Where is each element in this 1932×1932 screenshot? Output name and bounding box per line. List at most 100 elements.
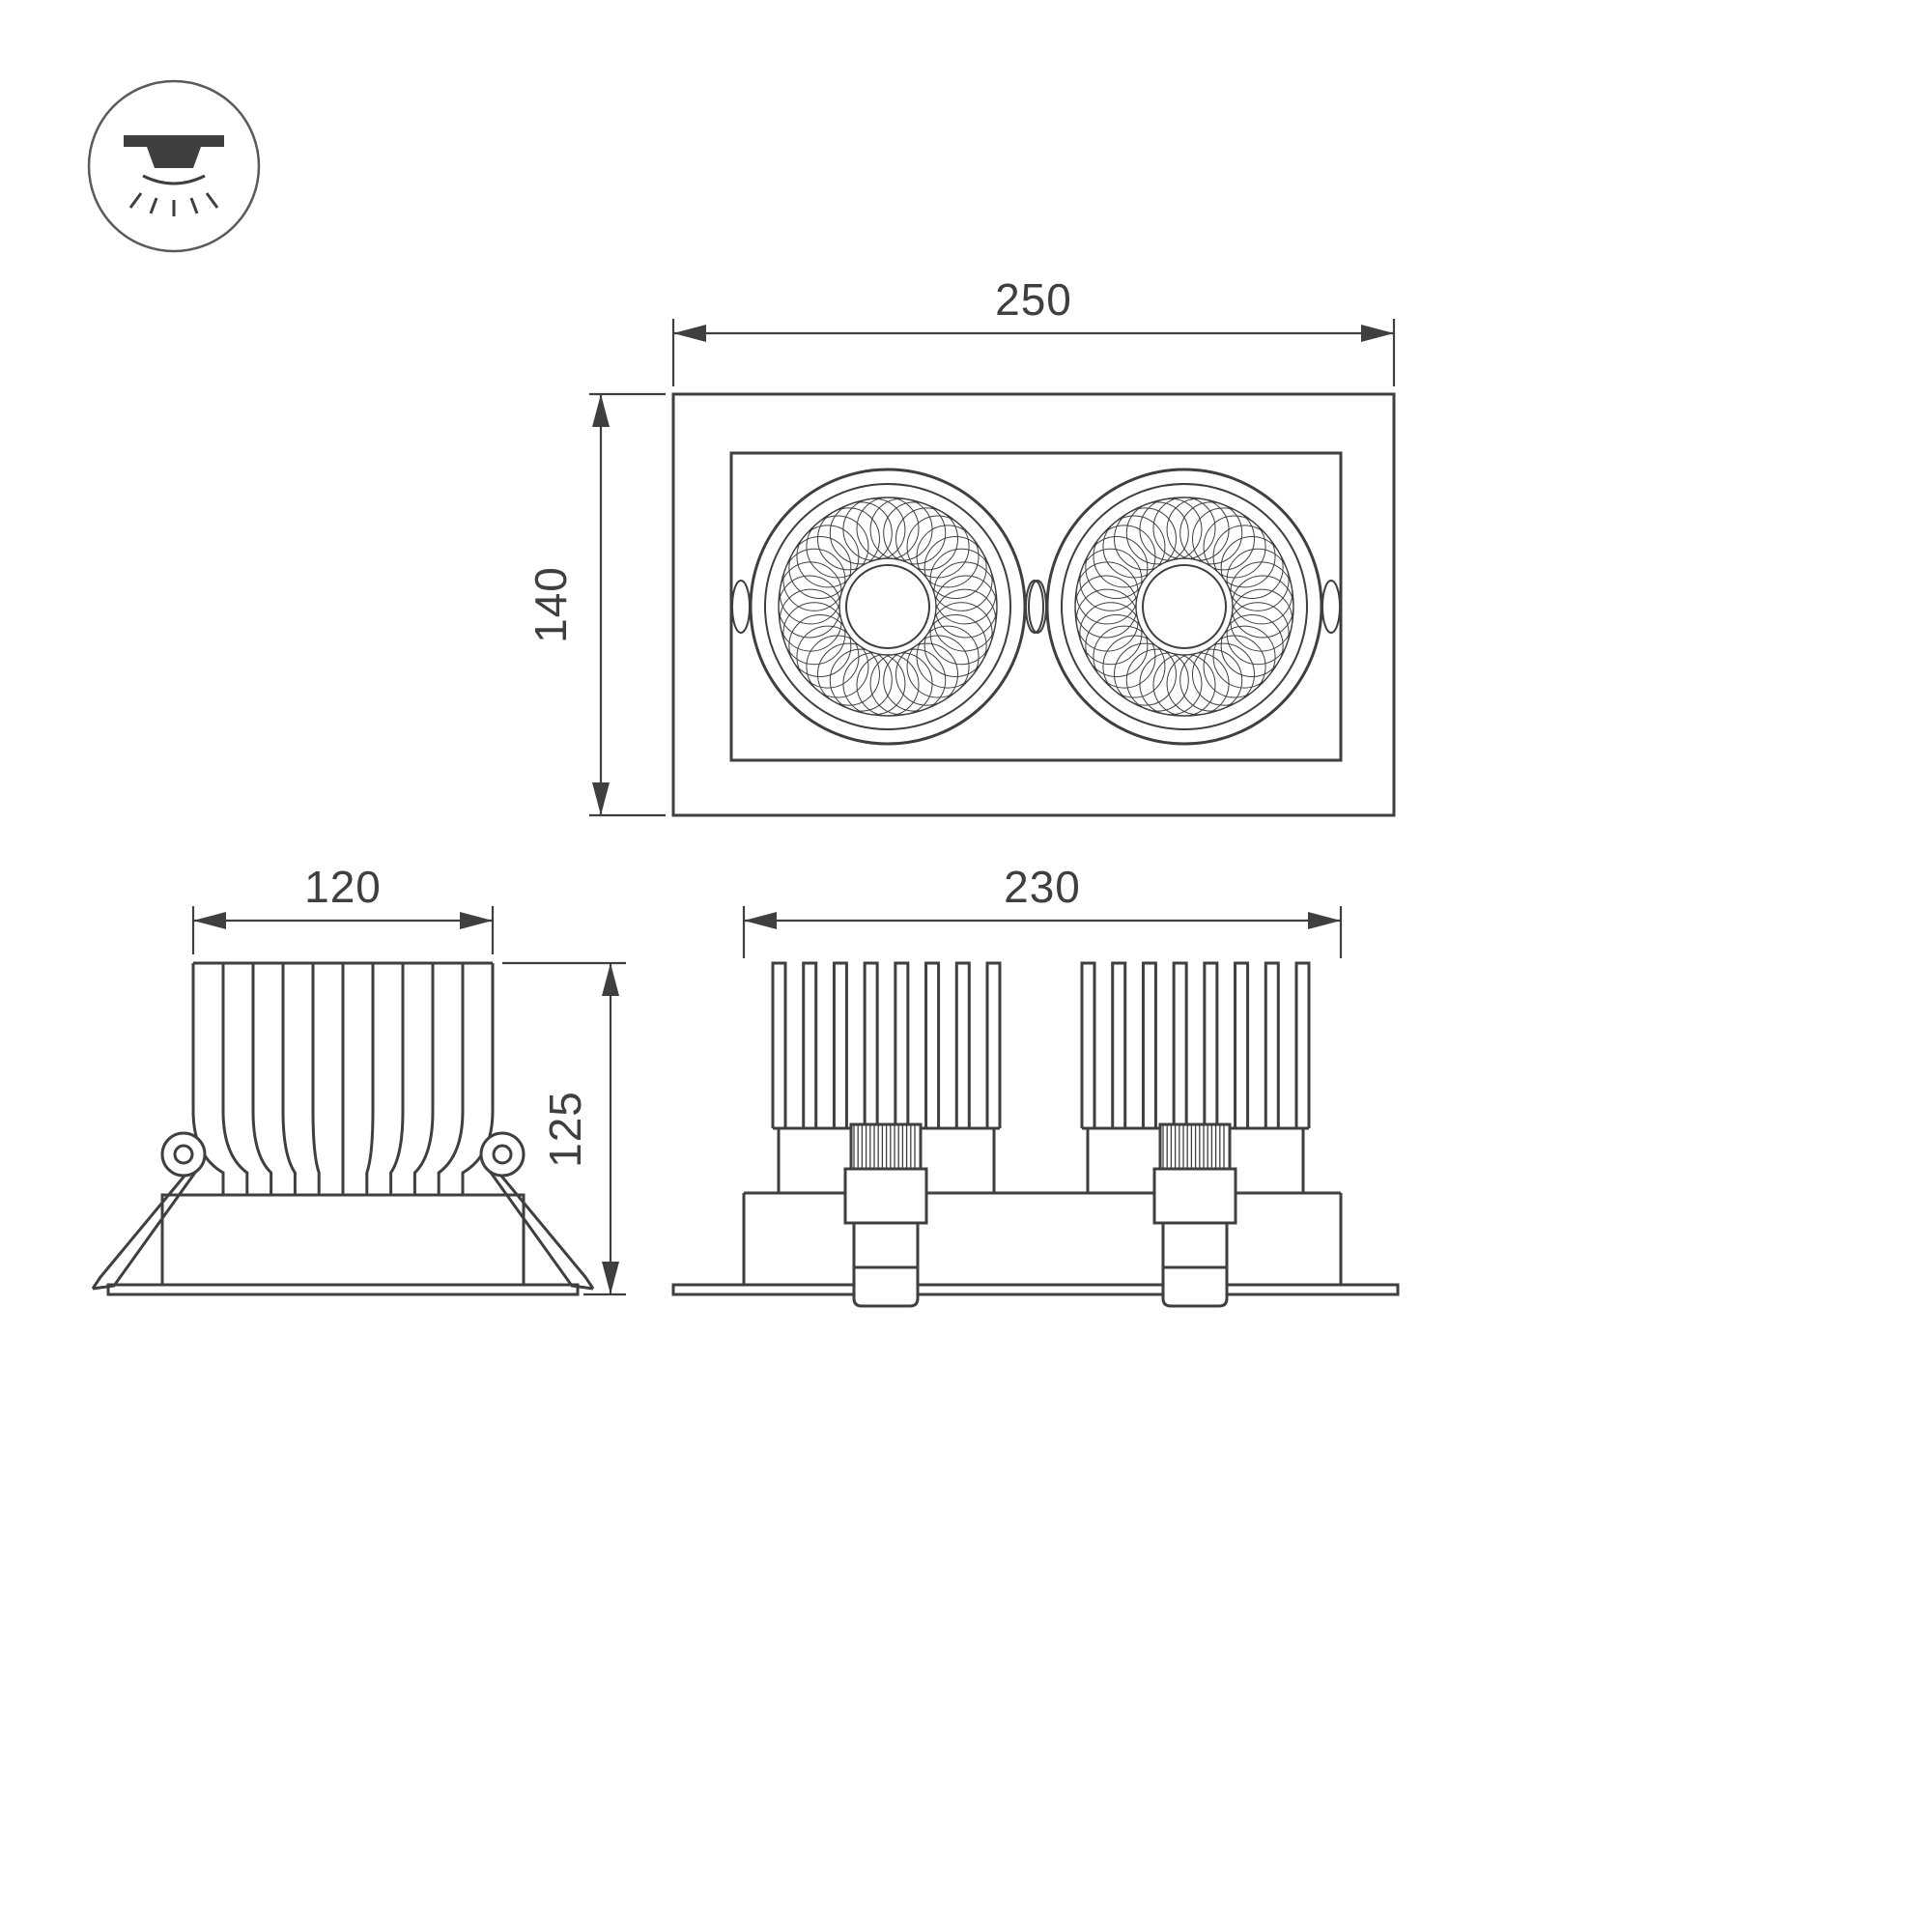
- reflector-mesh-circle: [856, 497, 920, 560]
- reflector-mesh-circle: [1179, 648, 1243, 712]
- heatsink-fin: [985, 961, 1002, 1128]
- rear-clip-left: [843, 1122, 928, 1308]
- reflector-mesh-circle: [929, 548, 993, 611]
- heatsink-fin: [389, 963, 405, 1195]
- reflector-mesh-circle: [883, 648, 947, 712]
- unit-body-sides: [777, 1128, 996, 1193]
- reflector-mesh-circle: [1079, 602, 1143, 666]
- clip-mask: [1154, 1169, 1236, 1223]
- heatsink-fin: [954, 961, 971, 1128]
- arrow-right: [460, 912, 493, 929]
- arrow-down: [602, 1262, 619, 1294]
- arrow-left: [744, 912, 777, 929]
- heatsink-fin: [437, 963, 465, 1195]
- led-chip-ring: [845, 564, 930, 649]
- reflector-mesh-circle: [923, 614, 987, 677]
- spring-pivot-hole: [173, 1144, 194, 1165]
- lens-ring: [1061, 483, 1308, 730]
- lens-outer-ring: [1045, 468, 1323, 746]
- reflector-mesh-circle: [1220, 536, 1284, 599]
- side-flange: [106, 1283, 580, 1296]
- heatsink-fin: [832, 961, 848, 1128]
- reflector-mesh-circle: [1192, 507, 1255, 571]
- arrow-up: [602, 963, 619, 996]
- led-aperture-ring: [838, 557, 937, 656]
- arrow-left: [193, 912, 226, 929]
- lens-ring: [764, 483, 1011, 730]
- reflector-mesh-circle: [829, 501, 893, 565]
- reflector-mesh-circle: [778, 575, 841, 639]
- rear-clip-right: [1152, 1122, 1237, 1308]
- icon-ray: [149, 197, 158, 214]
- rear-base-body: [742, 1191, 1343, 1285]
- reflector-mesh-circle: [1114, 507, 1177, 571]
- dim-front-width-label: 250: [995, 274, 1072, 325]
- reflector-mesh-circle: [1125, 648, 1189, 712]
- reflector-mesh-circle: [1085, 536, 1149, 599]
- clip-bracket: [843, 1167, 928, 1225]
- arrow-right: [1308, 912, 1341, 929]
- heatsink-fin: [1111, 961, 1127, 1128]
- lens-outer-ring: [749, 468, 1027, 746]
- front-inner-frame: [729, 451, 1343, 762]
- gimbal-pivot: [731, 580, 751, 634]
- clip-mask: [1163, 1223, 1227, 1306]
- reflector-mesh-circle: [906, 635, 970, 698]
- spring-pivot: [160, 1131, 207, 1178]
- dim-rear-width: 230: [742, 862, 1343, 958]
- reflector-mesh-circle: [895, 642, 958, 706]
- reflector-mesh-circle: [1230, 561, 1293, 625]
- side-base-body: [160, 1193, 526, 1287]
- reflector-mesh-circle: [1192, 642, 1255, 706]
- icon-lamp-body: [147, 147, 201, 168]
- arrow-down: [592, 782, 610, 815]
- unit-body-sides: [1086, 1128, 1305, 1193]
- reflector-mesh-circle: [1093, 625, 1156, 689]
- dim-side-width: 120: [191, 862, 495, 954]
- icon-lens-arc: [142, 174, 206, 185]
- reflector-mesh-circle: [1125, 501, 1189, 565]
- clip-bracket: [1152, 1167, 1237, 1225]
- dim-side-width-label: 120: [304, 862, 382, 912]
- reflector-mesh-circle: [817, 507, 880, 571]
- reflector-mesh-circle: [817, 642, 880, 706]
- side-spring-clip-left: [91, 1131, 207, 1291]
- spring-pivot: [479, 1131, 526, 1178]
- heatsink-fin: [1294, 961, 1311, 1128]
- dim-side-height: 125: [502, 961, 626, 1296]
- icon-ceiling-bar: [124, 135, 224, 147]
- recessed-downlight-icon: [87, 79, 261, 253]
- reflector-mesh-circle: [923, 536, 987, 599]
- reflector-mesh-circle: [1226, 548, 1290, 611]
- icon-ray: [205, 192, 219, 209]
- reflector-mesh-circle: [1085, 614, 1149, 677]
- lens-left: [749, 468, 1027, 746]
- led-chip-ring: [1142, 564, 1227, 649]
- rear-view: [671, 961, 1400, 1308]
- dim-side-height-label: 125: [540, 1091, 590, 1168]
- heatsink-fin: [311, 963, 321, 1195]
- icon-ray: [128, 192, 143, 209]
- clip-strap: [1161, 1223, 1229, 1308]
- reflector-mesh-circle: [1220, 614, 1284, 677]
- reflector-mesh-circle: [782, 602, 846, 666]
- heatsink-fin: [771, 961, 787, 1128]
- icon-ray: [189, 197, 199, 214]
- lens-right: [1045, 468, 1323, 746]
- heatsink-fin: [863, 961, 879, 1128]
- arrow-left: [673, 325, 706, 342]
- arrow-up: [592, 394, 610, 427]
- clip-strap: [852, 1223, 920, 1308]
- reflector-mesh-circle: [829, 648, 893, 712]
- spring-leg: [92, 1169, 199, 1291]
- reflector-mesh-circle: [1074, 575, 1138, 639]
- reflector-mesh-circle: [782, 548, 846, 611]
- reflector-mesh-circle: [796, 625, 860, 689]
- led-aperture-ring: [1135, 557, 1234, 656]
- reflector-mesh-circle: [1226, 602, 1290, 666]
- dim-front-height-label: 140: [526, 566, 576, 643]
- spring-pivot-hole: [492, 1144, 513, 1165]
- heatsink-fin: [1141, 961, 1157, 1128]
